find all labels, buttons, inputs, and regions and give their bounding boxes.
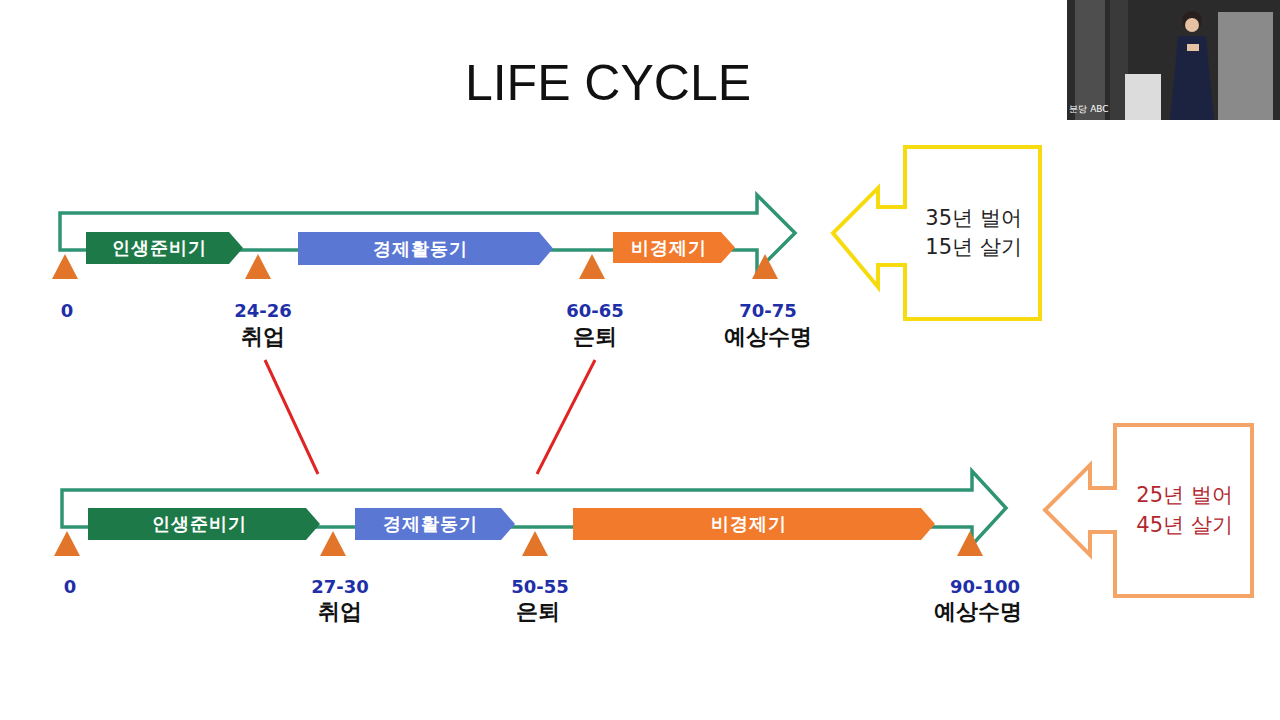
timeline-marker [522, 531, 548, 556]
stage-label: 은퇴 [516, 601, 560, 623]
phase-name: 경제활동기 [383, 515, 478, 533]
webcam-background [1067, 0, 1280, 120]
phase-bar: 경제활동기 [298, 232, 553, 265]
stage-label: 예상수명 [724, 326, 812, 348]
timeline-arrow [60, 195, 795, 271]
comparison-line [265, 360, 318, 474]
age-value: 0 [64, 578, 77, 596]
age-value: 27-30 [311, 578, 369, 596]
timeline-marker [957, 531, 983, 556]
timeline-marker [52, 254, 78, 279]
text-area: 경제활동기 [298, 232, 553, 265]
timeline-marker [245, 254, 271, 279]
webcam-wall-panel [1218, 12, 1273, 120]
timeline-marker [54, 531, 80, 556]
text-area: 35년 벌어 15년 살기 [905, 145, 1042, 321]
timeline-marker [752, 254, 778, 279]
age-value: 0 [61, 302, 74, 320]
phase-bar-shape [86, 232, 243, 264]
stage-label: 취업 [241, 326, 285, 348]
webcam-wall-panel [1075, 0, 1105, 120]
slide-title: LIFE CYCLE [308, 58, 908, 108]
age-value: 90-100 [950, 578, 1020, 596]
age-value: 50-55 [511, 578, 569, 596]
phase-name: 비경제기 [631, 239, 707, 257]
text-area: 인생준비기 [86, 232, 243, 264]
webcam-person-hands [1187, 44, 1199, 51]
stage-label: 취업 [318, 601, 362, 623]
node-outline [1042, 423, 1254, 598]
callout-text: 25년 벌어 45년 살기 [1129, 481, 1241, 540]
text-area: 25년 벌어 45년 살기 [1115, 423, 1254, 598]
callout-text: 35년 벌어 15년 살기 [918, 204, 1030, 263]
age-value: 70-75 [739, 302, 797, 320]
text-area: 비경제기 [573, 508, 935, 540]
phase-bar-shape [298, 232, 553, 265]
webcam-person-body [1170, 36, 1214, 120]
phase-bar: 경제활동기 [355, 508, 515, 540]
webcam-caption: 분당 ABC [1069, 105, 1108, 114]
callout-arrow-box: 25년 벌어 45년 살기 [1042, 423, 1254, 598]
webcam-stand [1125, 74, 1161, 120]
callout-arrow-shape [833, 147, 1040, 319]
phase-bar: 인생준비기 [88, 508, 320, 540]
text-area: 인생준비기 [88, 508, 320, 540]
node-outline [830, 145, 1042, 321]
phase-name: 비경제기 [711, 515, 787, 533]
phase-bar-shape [573, 508, 935, 540]
phase-name: 인생준비기 [152, 515, 247, 533]
text-area: 비경제기 [613, 232, 735, 263]
webcam-person-hair [1182, 11, 1202, 31]
callout-arrow-shape [1045, 425, 1252, 596]
phase-bar-shape [613, 232, 735, 263]
timeline-marker [320, 531, 346, 556]
stage-label: 은퇴 [573, 326, 617, 348]
phase-bar-shape [88, 508, 320, 540]
phase-bar-shape [355, 508, 515, 540]
webcam-person-face [1185, 18, 1199, 32]
phase-bar: 비경제기 [573, 508, 935, 540]
comparison-line [537, 360, 595, 474]
age-value: 24-26 [234, 302, 292, 320]
stage-label: 예상수명 [934, 601, 1022, 623]
phase-bar: 인생준비기 [86, 232, 243, 264]
phase-bar: 비경제기 [613, 232, 735, 263]
phase-name: 인생준비기 [112, 239, 207, 257]
callout-arrow-box: 35년 벌어 15년 살기 [830, 145, 1042, 321]
timeline-arrow [62, 471, 1006, 545]
timeline-marker [579, 254, 605, 279]
phase-name: 경제활동기 [373, 240, 468, 258]
text-area: 경제활동기 [355, 508, 515, 540]
age-value: 60-65 [566, 302, 624, 320]
